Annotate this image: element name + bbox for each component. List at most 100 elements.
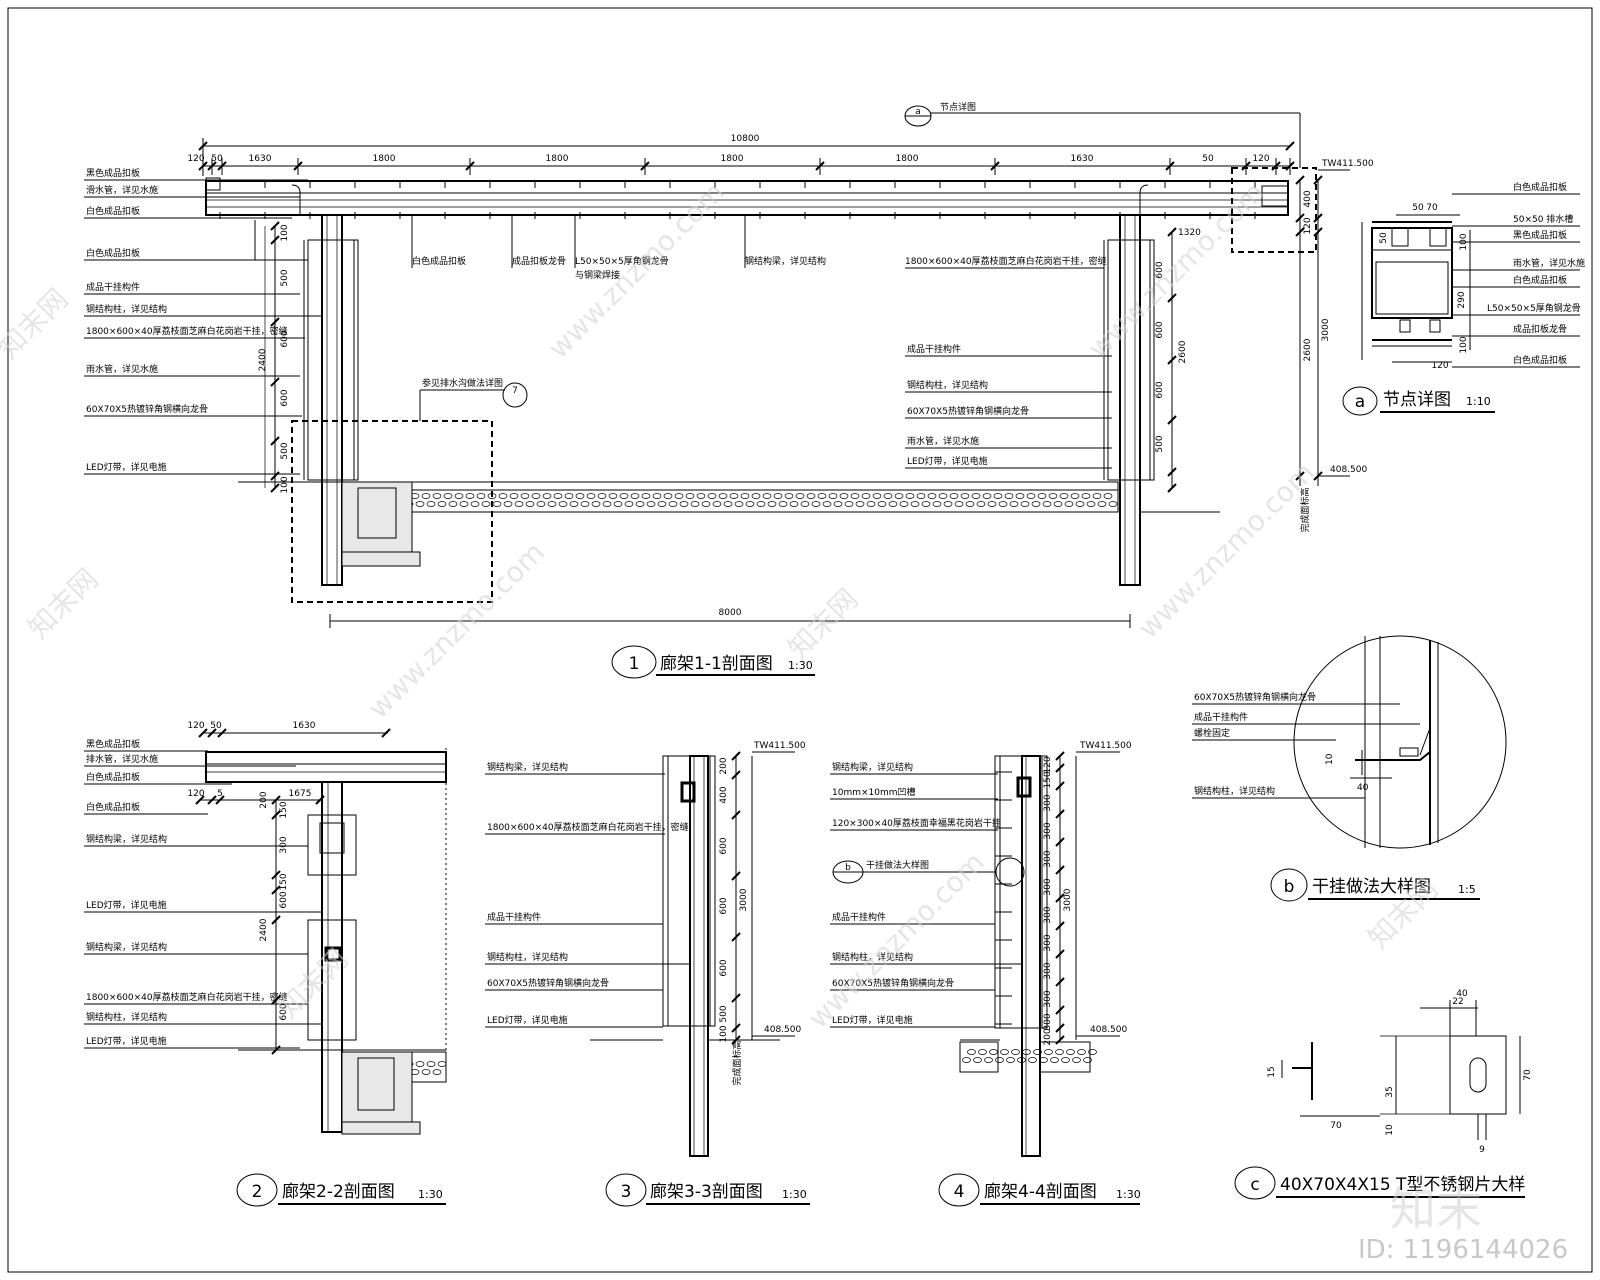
scale-4: 1:30 <box>1116 1188 1141 1201</box>
top-note-1: 成品扣板龙骨 <box>512 255 566 267</box>
top-dim-8: 50 <box>1202 154 1214 164</box>
left-note-5: 钢结构柱，详见结构 <box>86 303 167 315</box>
v2-vdim-0: 200 <box>259 791 269 808</box>
v2-vdim-1: 150 <box>279 801 289 818</box>
watermark-text: 知末网 <box>0 282 74 365</box>
left-note-9: LED灯带，详见电施 <box>86 461 167 473</box>
v3-vdim-5: 500 <box>719 1005 729 1022</box>
v3-note-3: 钢结构柱，详见结构 <box>487 951 568 963</box>
v4-note-0: 钢结构梁，详见结构 <box>832 761 913 773</box>
left-steel-column <box>321 214 343 586</box>
title-2: 廊架2-2剖面图 <box>282 1182 395 1202</box>
watermark-logo: 知末 <box>1390 1182 1482 1236</box>
right-note-4: LED灯带，详见电施 <box>907 455 988 467</box>
node-note-2: 黑色成品扣板 <box>1513 229 1567 241</box>
grooves-4 <box>995 771 1012 1025</box>
right-vdim-2: 600 <box>1155 381 1165 398</box>
title-num-4: 4 <box>954 1182 965 1202</box>
watermark-text: www.znzmo.com <box>802 846 991 1035</box>
v3-vdim-2: 600 <box>719 837 729 854</box>
title-marker-1 <box>611 645 657 679</box>
v4-vdim-7: 300 <box>1043 934 1053 951</box>
bottom-dim: 8000 <box>719 608 742 618</box>
notes-4: 钢结构梁，详见结构10mm×10mm凹槽120×300×40厚荔枝面幸福黑花岗岩… <box>830 761 1022 1028</box>
right-steel-column <box>1119 214 1141 586</box>
column-2 <box>321 781 343 1133</box>
elev-top-3: TW411.500 <box>753 741 806 751</box>
gravel-pattern <box>399 493 1118 507</box>
vtotal-4: 3000 <box>1063 888 1073 911</box>
v4-vdim-3: 300 <box>1043 822 1053 839</box>
top-dim-6: 1800 <box>896 154 919 164</box>
right-vdim-0: 600 <box>1155 261 1165 278</box>
watermark-text: www.znzmo.com <box>1132 456 1321 645</box>
left-note-2: 白色成品扣板 <box>86 205 140 217</box>
column-3 <box>689 755 709 1157</box>
v2-note-7: 1800×600×40厚荔枝面芝麻白花岗岩干挂，密缝 <box>86 991 288 1003</box>
left-notes: 黑色成品扣板滑水管，详见水施白色成品扣板白色成品扣板成品干挂构件钢结构柱，详见结… <box>84 167 322 475</box>
scale-3: 1:30 <box>782 1188 807 1201</box>
left-vdim-3: 600 <box>280 389 290 406</box>
node-beam <box>1371 227 1453 319</box>
watermark-id: ID: 1196144026 <box>1358 1235 1568 1265</box>
t-plate-slot <box>1469 1057 1487 1093</box>
vb-note-0: 60X70X5热镀锌角钢横向龙骨 <box>1194 691 1316 703</box>
title-num-3: 3 <box>621 1182 632 1202</box>
elev-top-1: TW411.500 <box>1321 159 1374 169</box>
left-stone-cladding <box>307 239 359 481</box>
right-note-3: 雨水管，详见水施 <box>907 435 979 447</box>
v2-note-5: LED灯带，详见电施 <box>86 899 167 911</box>
title-3: 廊架3-3剖面图 <box>650 1182 763 1202</box>
drainage-detail-callout <box>291 420 493 603</box>
column-4 <box>1021 755 1041 1157</box>
v2-note-6: 钢结构梁，详见结构 <box>86 941 167 953</box>
right-note-1: 钢结构柱，详见结构 <box>907 379 988 391</box>
scale-2: 1:30 <box>418 1188 443 1201</box>
notes-2: 黑色成品扣板排水管，详见水施白色成品扣板白色成品扣板钢结构梁，详见结构LED灯带… <box>84 738 322 1049</box>
elev-bottom-3: 408.500 <box>764 1025 801 1035</box>
t-plate <box>1449 1035 1507 1115</box>
ref-detail-label: 参见排水沟做法详图 <box>422 377 503 389</box>
vb-note-2: 螺栓固定 <box>1194 727 1230 739</box>
vc-dim-2: 15 <box>1267 1066 1277 1077</box>
node-note-3: 雨水管，详见水施 <box>1513 257 1585 269</box>
left-note-4: 成品干挂构件 <box>86 281 140 293</box>
top-note-0: 白色成品扣板 <box>412 255 466 267</box>
vc-dim-0: 40 <box>1456 989 1468 999</box>
vb-dim-1: 10 <box>1325 753 1335 765</box>
title-num-1: 1 <box>629 654 640 674</box>
watermark-text: www.znzmo.com <box>542 176 731 365</box>
top-dim-0: 120 <box>187 154 204 164</box>
vc-dim-7: 10 <box>1385 1124 1395 1136</box>
title-marker-c <box>1234 1166 1276 1200</box>
v4-vdim-5: 300 <box>1043 878 1053 895</box>
title-num-2: 2 <box>252 1182 263 1202</box>
v2-note-2: 白色成品扣板 <box>86 771 140 783</box>
v4-note-5: 60X70X5热镀锌角钢横向龙骨 <box>832 977 954 989</box>
node-dim-6: 100 <box>1459 336 1469 353</box>
title-marker-a <box>1342 386 1378 416</box>
right-note-0: 成品干挂构件 <box>907 343 961 355</box>
v2-top-dim-2: 1630 <box>293 721 316 731</box>
v2-note-9: LED灯带，详见电施 <box>86 1035 167 1047</box>
ref-detail-bubble <box>502 382 528 408</box>
left-vdim-0: 100 <box>280 224 290 241</box>
v3-vdim-6: 100 <box>719 1025 729 1042</box>
node-note-1: 50×50 排水槽 <box>1513 213 1573 225</box>
top-note-2: L50×50×5厚角钢龙骨 <box>575 255 669 267</box>
ref-b-label: 干挂做法大样图 <box>866 859 929 871</box>
v3-note-1: 1800×600×40厚荔枝面芝麻白花岗岩干挂，密缝 <box>487 821 689 833</box>
node-note-7: 白色成品扣板 <box>1513 354 1567 366</box>
ground-label-3: 完成面标高 <box>731 1040 743 1085</box>
roof-beam <box>205 180 1289 216</box>
right-note-2: 60X70X5热镀锌角钢横向龙骨 <box>907 405 1029 417</box>
